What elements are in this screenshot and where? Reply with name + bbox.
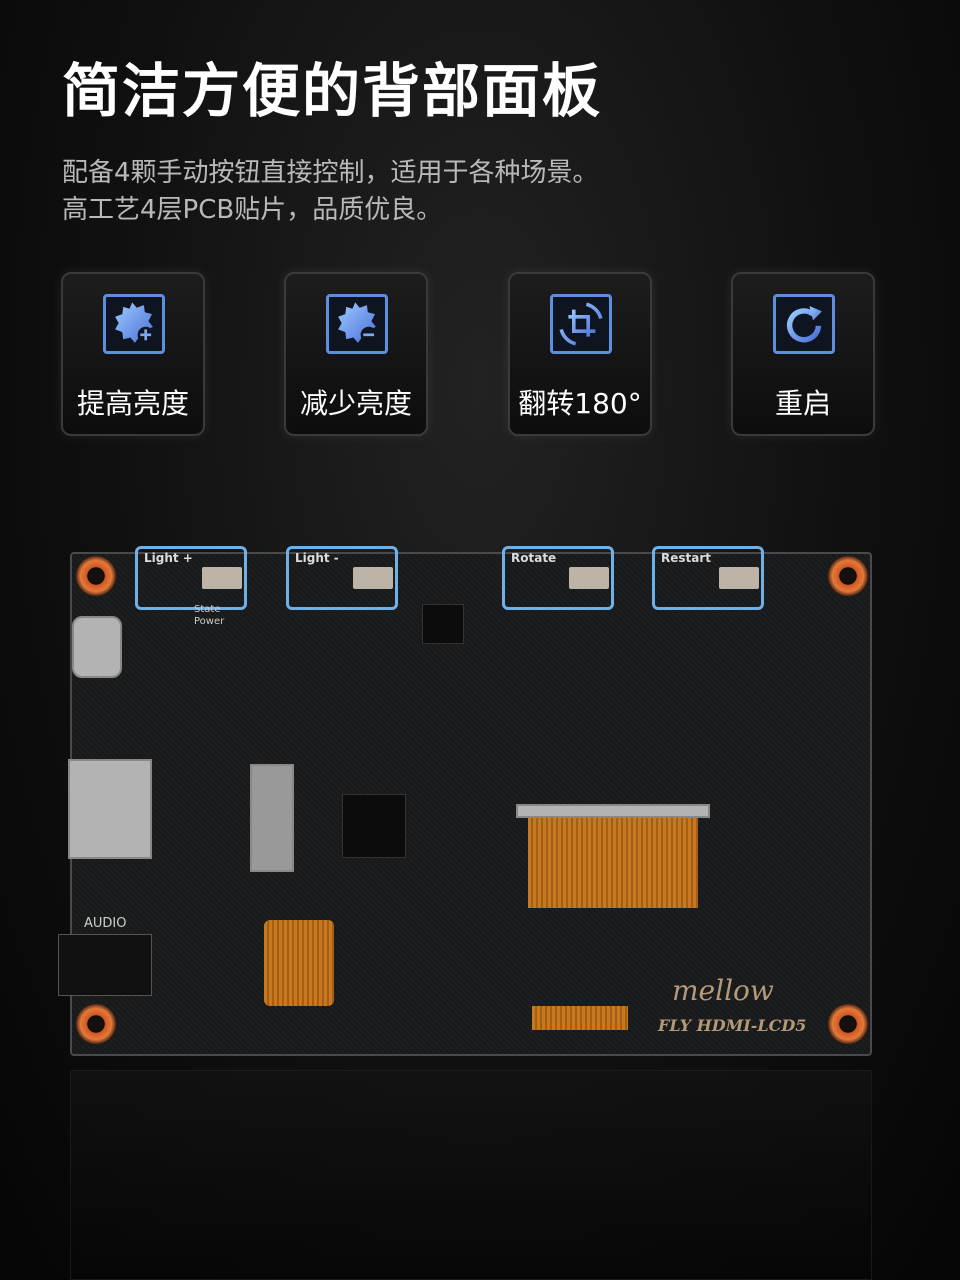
board-button-rotate: Rotate (502, 546, 614, 610)
description-line: 配备4颗手动按钮直接控制，适用于各种场景。 (62, 158, 599, 188)
feature-card-restart: 重启 (731, 272, 875, 436)
mount-hole (76, 1004, 116, 1044)
usb-c-port (72, 616, 122, 678)
lcd-flex-cable (528, 818, 698, 908)
feature-label: 重启 (774, 387, 831, 420)
board-button-light-up: Light + (135, 546, 247, 610)
rotate-icon (550, 294, 612, 354)
description-line: 高工艺4层PCB贴片，品质优良。 (62, 195, 443, 225)
mount-hole (828, 1004, 868, 1044)
hdmi-port (68, 759, 152, 859)
board-button-restart: Restart (652, 546, 764, 610)
tactile-switch (202, 567, 242, 589)
board-button-light-down: Light - (286, 546, 398, 610)
ic-chip (342, 794, 406, 858)
restart-icon (773, 294, 835, 354)
audio-jack (58, 934, 152, 996)
description: 配备4颗手动按钮直接控制，适用于各种场景。 高工艺4层PCB贴片，品质优良。 (62, 155, 599, 229)
lcd-connector (516, 804, 710, 818)
brightness-down-icon (326, 294, 388, 354)
flex-pad (264, 920, 334, 1006)
silk-label: Restart (661, 551, 712, 565)
fpc-connector (250, 764, 294, 872)
silk-audio: AUDIO (84, 916, 127, 931)
feature-label: 减少亮度 (299, 387, 412, 420)
mount-hole (828, 556, 868, 596)
feature-label: 翻转180° (518, 387, 642, 420)
model-name: FLY HDMI-LCD5 (658, 1016, 807, 1035)
silk-label: Rotate (511, 551, 557, 565)
tactile-switch (569, 567, 609, 589)
silk-label: Light - (295, 551, 339, 565)
pcb-board: Light + Light - Rotate Restart State Pow… (58, 546, 872, 1056)
silk-state: State (194, 604, 221, 615)
feature-label: 提高亮度 (76, 387, 189, 420)
board-reflection (70, 1070, 872, 1280)
feature-card-brightness-down: 减少亮度 (284, 272, 428, 436)
ic-chip (422, 604, 464, 644)
tactile-switch (719, 567, 759, 589)
flex-pad (532, 1006, 628, 1030)
brightness-up-icon (103, 294, 165, 354)
tactile-switch (353, 567, 393, 589)
page-title: 简洁方便的背部面板 (62, 57, 603, 125)
silk-label: Light + (144, 551, 193, 565)
silk-power: Power (194, 616, 225, 627)
mount-hole (76, 556, 116, 596)
feature-card-rotate: 翻转180° (508, 272, 652, 436)
feature-card-brightness-up: 提高亮度 (61, 272, 205, 436)
brand-logo: mellow (672, 974, 774, 1007)
